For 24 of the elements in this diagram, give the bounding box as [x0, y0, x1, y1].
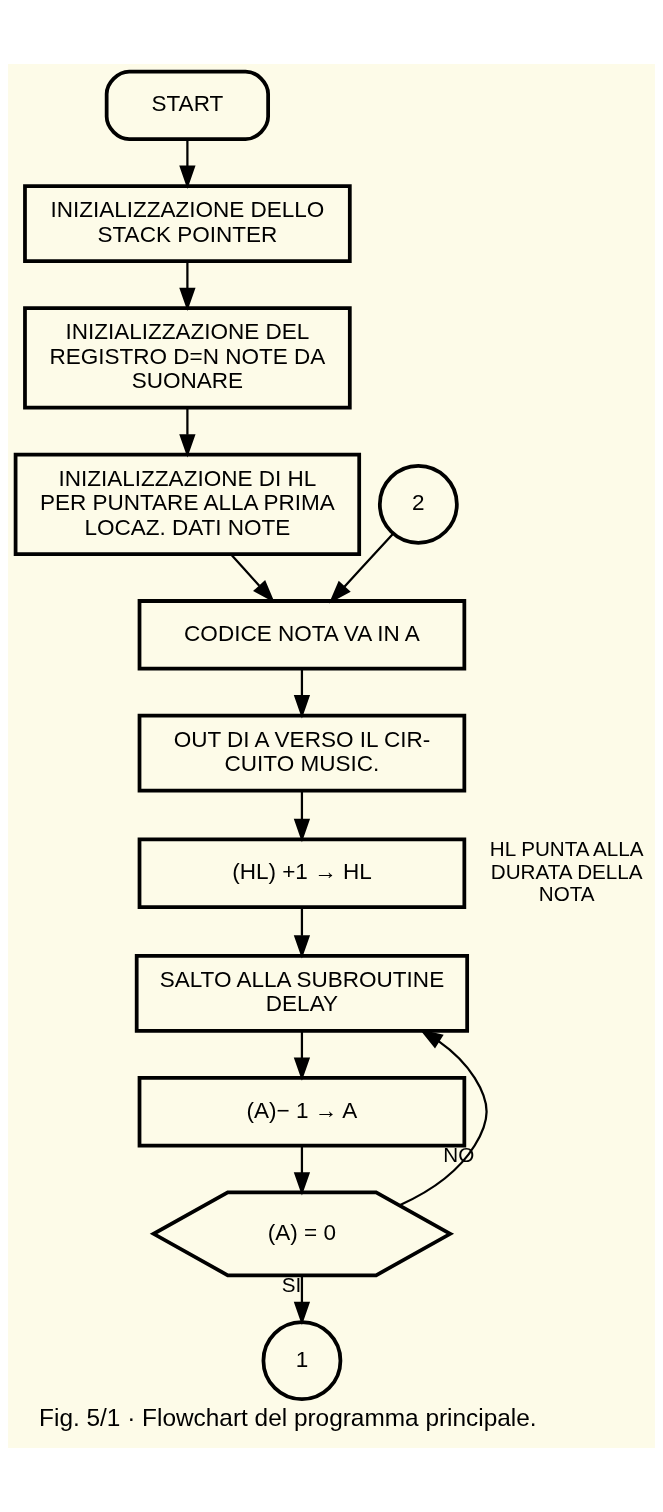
arrow: [399, 1029, 488, 1206]
arrow: [179, 139, 196, 189]
node-label: HL PUNTA ALLA DURATA DELLA NOTA: [489, 836, 644, 906]
arrow: [179, 261, 196, 311]
node-box: (A)− 1 → A: [137, 1076, 467, 1148]
arrow: [293, 1275, 311, 1326]
arrow: [293, 907, 311, 959]
arrow: [179, 408, 196, 458]
node-box: CODICE NOTA VA IN A: [137, 599, 467, 671]
arrow: [293, 791, 311, 843]
node-box: OUT DI A VERSO IL CIR- CUITO MUSIC.: [137, 713, 467, 793]
node-box: INIZIALIZZAZIONE DI HL PER PUNTARE ALLA PRIMA LOCAZ. DATI NOTE: [13, 452, 362, 556]
node-box: SALTO ALLA SUBROUTINE DELAY: [134, 954, 470, 1033]
node-circle: 2: [377, 463, 459, 545]
node-circle: 1: [261, 1320, 343, 1402]
node-box: INIZIALIZZAZIONE DEL REGISTRO D=N NOTE DA SUONARE: [23, 306, 352, 410]
arrow: [328, 532, 394, 604]
node-box: INIZIALIZZAZIONE DELLO STACK POINTER: [23, 184, 352, 264]
arrow: [293, 1145, 311, 1196]
arrow: [293, 1031, 311, 1081]
caption: Fig. 5/1 · Flowchart del programma principale.: [39, 1404, 537, 1432]
node-box: START: [104, 69, 270, 141]
node-box: (HL) +1 → HL: [137, 837, 467, 909]
arrow: [293, 669, 311, 719]
